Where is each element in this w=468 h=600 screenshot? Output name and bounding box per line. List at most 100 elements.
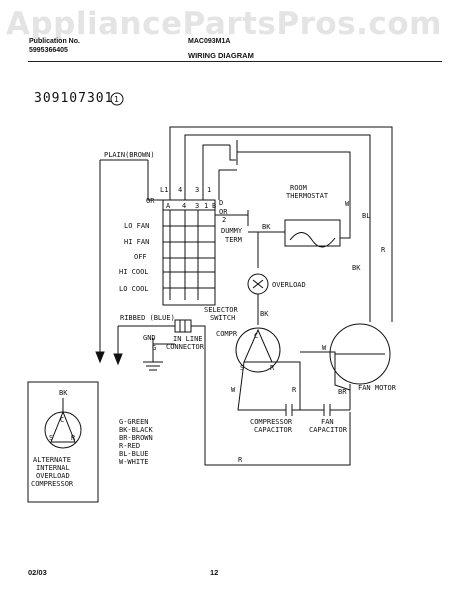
legend-item: BL-BLUE	[119, 450, 149, 458]
legend-item: R-RED	[119, 442, 140, 450]
label-off: OFF	[134, 253, 147, 261]
label-w-comp: W	[231, 386, 236, 394]
wire-fan-w	[320, 351, 351, 391]
arrow-plain-brown	[95, 351, 105, 364]
footer-date: 02/03	[28, 568, 47, 577]
wire-thermo-w	[340, 208, 351, 239]
label-alt-r: R	[71, 434, 76, 442]
label-alt-c: C	[60, 416, 64, 424]
label-lo-cool: LO COOL	[119, 285, 149, 293]
label-room: ROOM	[290, 184, 307, 192]
label-or-left: OR	[146, 197, 155, 205]
label-alt-2: INTERNAL	[36, 464, 70, 472]
label-lo-fan: LO FAN	[124, 222, 149, 230]
footer-page: 12	[210, 568, 219, 577]
diagram-part-number: 309107301	[34, 91, 114, 106]
label-dummy-2: TERM	[225, 236, 242, 244]
wire-comp-w	[237, 361, 286, 411]
label-br: BR	[338, 388, 347, 396]
label-alt-bk: BK	[59, 389, 68, 397]
label-alt-4: COMPRESSOR	[31, 480, 74, 488]
legend-item: G-GREEN	[119, 418, 149, 426]
label-b: B	[212, 202, 216, 210]
label-bk-right: BK	[352, 264, 361, 272]
arrow-ribbed-blue	[113, 353, 123, 366]
diagram-title: WIRING DIAGRAM	[188, 51, 254, 60]
label-gnd: GND	[143, 334, 156, 342]
ground-symbol	[143, 338, 163, 371]
wire-r-bottom	[191, 325, 351, 466]
label-inline-2: CONNECTOR	[166, 343, 205, 351]
label-alt-s: S	[49, 434, 53, 442]
label-w-fan: W	[322, 344, 327, 352]
label-hi-fan: HI FAN	[124, 238, 149, 246]
label-comp-cap-2: CAPACITOR	[254, 426, 293, 434]
compressor-circle	[235, 327, 281, 373]
label-inline-1: IN LINE	[173, 335, 203, 343]
model-code: MAC093M1A	[188, 38, 231, 45]
label-selector-2: SWITCH	[210, 314, 235, 322]
label-plain-brown: PLAIN(BROWN)	[104, 151, 155, 159]
inline-connector-pins	[179, 320, 186, 332]
label-hi-cool: HI COOL	[119, 268, 149, 276]
label-or-right: OR	[219, 208, 228, 216]
alternate-compressor-box	[27, 381, 99, 503]
wire-top-loop-3	[202, 144, 230, 200]
wire-to-thermostat	[237, 151, 351, 208]
label-thermostat: THERMOSTAT	[286, 192, 329, 200]
wire-comp-r	[272, 361, 301, 410]
label-r-right: R	[381, 246, 386, 254]
inline-connector-box	[174, 319, 192, 333]
revision-mark: 1	[114, 95, 119, 104]
wire-d	[218, 169, 237, 200]
label-1: 1	[207, 186, 211, 194]
label-fan-motor: FAN MOTOR	[358, 384, 397, 392]
label-r-comp: R	[270, 364, 275, 372]
wire-top-junction	[229, 145, 236, 161]
compressor-winding	[243, 328, 273, 363]
label-selector-1: SELECTOR	[204, 306, 239, 314]
label-1b: 1	[204, 202, 208, 210]
label-a: A	[166, 202, 171, 210]
selector-switch-box	[162, 199, 216, 306]
thermostat-box	[284, 219, 341, 247]
alt-compressor-winding	[50, 410, 76, 443]
overload-symbol	[252, 279, 264, 289]
label-3b: 3	[195, 202, 199, 210]
label-4: 4	[178, 186, 182, 194]
selector-positions	[163, 225, 215, 289]
label-bl: BL	[362, 212, 370, 220]
label-g: G	[152, 344, 156, 352]
label-alt-3: OVERLOAD	[36, 472, 70, 480]
label-bk-thermo: BK	[262, 223, 271, 231]
legend-item: BR-BROWN	[119, 434, 153, 442]
label-c: C	[254, 332, 258, 340]
watermark: AppliancePartsPros.com	[6, 6, 442, 42]
label-fan-cap-2: CAPACITOR	[309, 426, 348, 434]
label-s: S	[240, 364, 244, 372]
label-fan-cap-1: FAN	[321, 418, 334, 426]
label-ribbed-blue: RIBBED (BLUE)	[120, 314, 175, 322]
label-w-thermo: W	[345, 200, 350, 208]
label-bk-overload: BK	[260, 310, 269, 318]
label-r-comp-wire: R	[292, 386, 297, 394]
selector-contacts	[169, 210, 199, 300]
label-r-bottom: R	[238, 456, 243, 464]
label-3: 3	[195, 186, 199, 194]
wire-top-loop-2	[184, 134, 371, 322]
wire-top-loop-1	[169, 126, 393, 322]
legend-item: BK-BLACK	[119, 426, 154, 434]
label-compr: COMPR	[216, 330, 238, 338]
label-l1: L1	[160, 186, 168, 194]
legend-item: W-WHITE	[119, 458, 149, 466]
wire-plain-brown-drop	[147, 160, 163, 201]
revision-circle	[110, 92, 124, 106]
fan-capacitor	[292, 404, 350, 416]
label-dummy-1: DUMMY	[221, 227, 243, 235]
label-comp-cap-1: COMPRESSOR	[250, 418, 293, 426]
label-overload: OVERLOAD	[272, 281, 306, 289]
thermostat-element	[289, 232, 336, 248]
doc-number: 5995366405	[29, 47, 68, 54]
label-alt-1: ALTERNATE	[33, 456, 71, 464]
